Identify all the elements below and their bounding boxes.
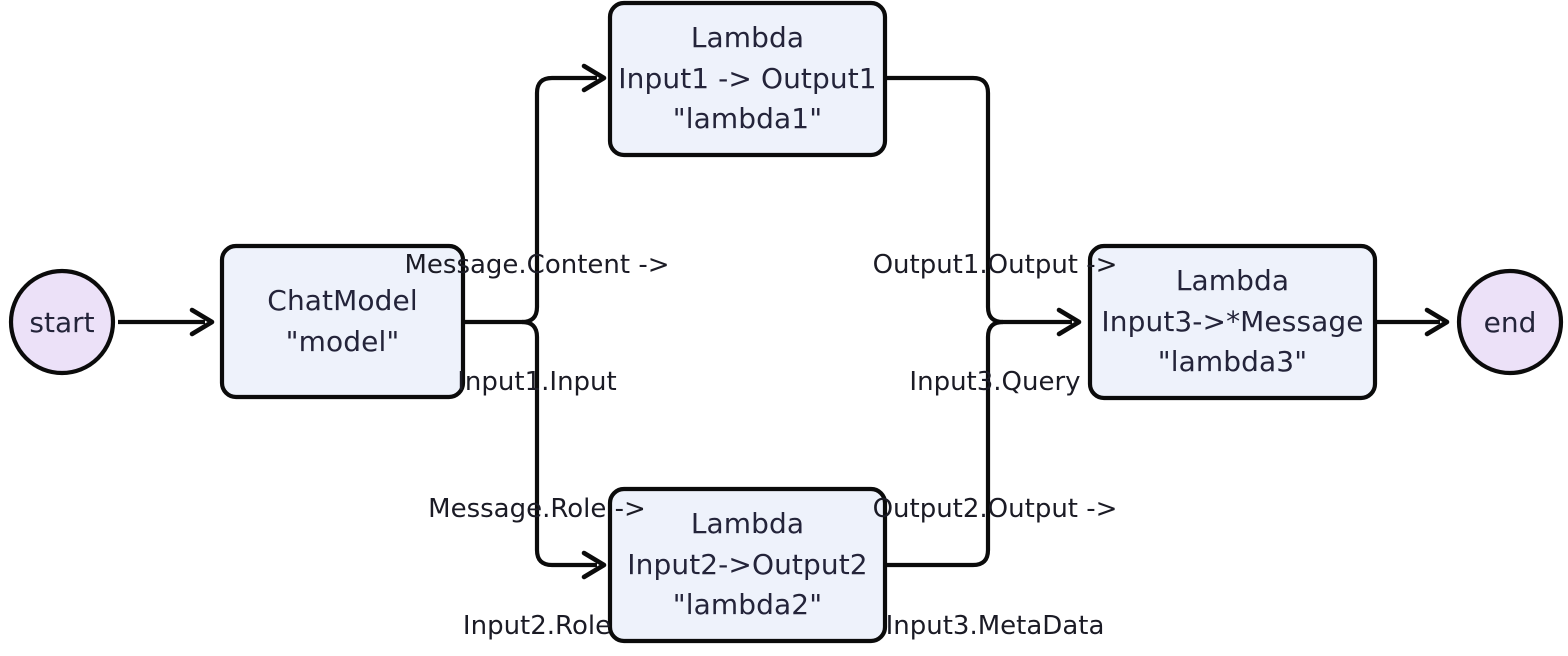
node-end[interactable] [1456, 268, 1564, 376]
edge-start-to-model [118, 307, 215, 337]
edge-lambda1-to-lambda3 [885, 75, 991, 307]
node-lambda1[interactable] [607, 0, 888, 158]
node-lambda3[interactable] [1087, 243, 1378, 401]
edge-lambda2-to-lambda3 [885, 337, 991, 568]
node-start[interactable] [8, 268, 116, 376]
node-chatmodel[interactable] [219, 243, 466, 400]
edge-merge-to-lambda3 [985, 306, 1082, 338]
edge-model-to-lambda2 [521, 319, 607, 580]
edge-lambda3-to-end [1375, 307, 1450, 337]
edge-model-to-lambda1 [521, 63, 607, 325]
node-lambda2[interactable] [607, 486, 888, 644]
